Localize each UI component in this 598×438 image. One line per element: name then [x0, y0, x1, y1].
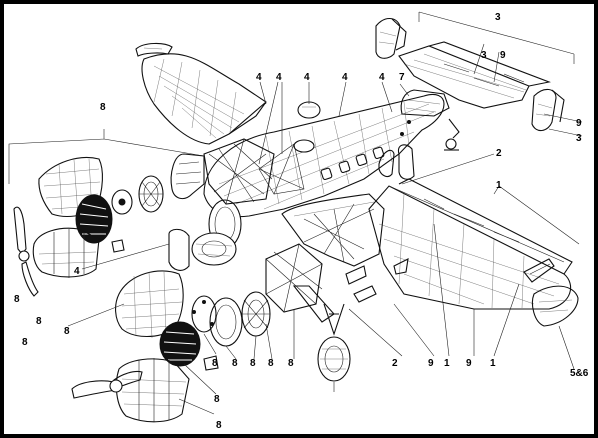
- callout-4-d: 4: [342, 72, 348, 83]
- callout-8-lower-f: 8: [214, 394, 220, 405]
- access-panels: [345, 258, 409, 303]
- left-wing-upper: [141, 53, 267, 145]
- callout-2-upper: 2: [496, 148, 502, 159]
- callout-3-tip: 3: [576, 133, 582, 144]
- callout-8-bracket: 8: [100, 102, 106, 113]
- engine-ring-upper: [138, 175, 164, 213]
- small-fitting-upper: [111, 239, 125, 253]
- fuselage-struts: [258, 143, 305, 195]
- landing-gear-left: [168, 228, 237, 271]
- callout-3-panel: 3: [481, 50, 487, 61]
- callout-9-panel: 9: [500, 50, 506, 61]
- callout-4-e: 4: [379, 72, 385, 83]
- callout-8-lower-h: 2: [392, 358, 398, 369]
- callout-4-c: 4: [304, 72, 310, 83]
- callout-9-lower-a: 1: [444, 358, 450, 369]
- radial-engine-lower: [159, 321, 219, 371]
- callout-7: 7: [399, 72, 405, 83]
- callout-8-left-a: 8: [14, 294, 20, 305]
- wingtip-lower-right: [531, 285, 579, 327]
- aileron-panel-top: [398, 41, 551, 109]
- tail-wheel: [444, 118, 460, 151]
- nacelle-lower: [115, 358, 190, 423]
- callout-1-upper: 1: [496, 180, 502, 191]
- callout-8-lower-c: 8: [250, 358, 256, 369]
- radial-engine-upper: [75, 189, 133, 244]
- callout-8-left-c: 8: [64, 326, 70, 337]
- main-wheel-lower: [317, 303, 351, 382]
- leader-lines: [8, 11, 583, 415]
- callout-8-lower-a: 8: [212, 358, 218, 369]
- aileron-strip-lower: [523, 258, 555, 283]
- callout-1-lower-a: 9: [466, 358, 472, 369]
- callout-2-lower: 9: [428, 358, 434, 369]
- wingtip-piece-upper-right: [375, 17, 407, 59]
- exploded-aircraft-diagram: 3 3 9 9 3 4 4 4 4 4 7 8 2 1 4 8 8 8 8 8 …: [8, 11, 589, 431]
- callout-3-top: 3: [495, 12, 501, 23]
- tail-fin-rudder: [400, 89, 450, 117]
- callout-8-lower-g: 8: [216, 420, 222, 431]
- nacelle-upper-left: [32, 227, 100, 278]
- callout-8-left-b: 8: [36, 316, 42, 327]
- callout-4-a: 4: [256, 72, 262, 83]
- tail-cone-piece: [397, 144, 415, 180]
- fuselage: [203, 93, 445, 249]
- engine-ring-lower: [241, 291, 271, 337]
- engine-mount-upper: [170, 138, 275, 205]
- callout-9-tip: 9: [576, 118, 582, 129]
- callout-1-lower-b: 5&6: [570, 368, 589, 379]
- callout-9-lower-b: 1: [490, 358, 496, 369]
- callout-8-lower-d: 8: [268, 358, 274, 369]
- propeller-upper: [13, 206, 39, 297]
- callout-4-b: 4: [276, 72, 282, 83]
- canopy-bubble: [297, 101, 321, 119]
- callout-4-left: 4: [74, 266, 80, 277]
- callout-8-left-d: 8: [22, 337, 28, 348]
- accessory-ring-lower: [191, 295, 217, 333]
- right-wing-lower: [368, 178, 573, 310]
- engine-mount-lower: [265, 243, 335, 323]
- center-section-frame: [281, 193, 385, 267]
- wingtip-top-left: [135, 42, 173, 57]
- propeller-lower: [71, 370, 143, 399]
- callout-labels: 3 3 9 9 3 4 4 4 4 4 7 8 2 1 4 8 8 8 8 8 …: [14, 12, 589, 431]
- callout-8-lower-b: 8: [232, 358, 238, 369]
- callout-8-lower-e: 8: [288, 358, 294, 369]
- wingtip-piece-lower-right: [531, 88, 565, 132]
